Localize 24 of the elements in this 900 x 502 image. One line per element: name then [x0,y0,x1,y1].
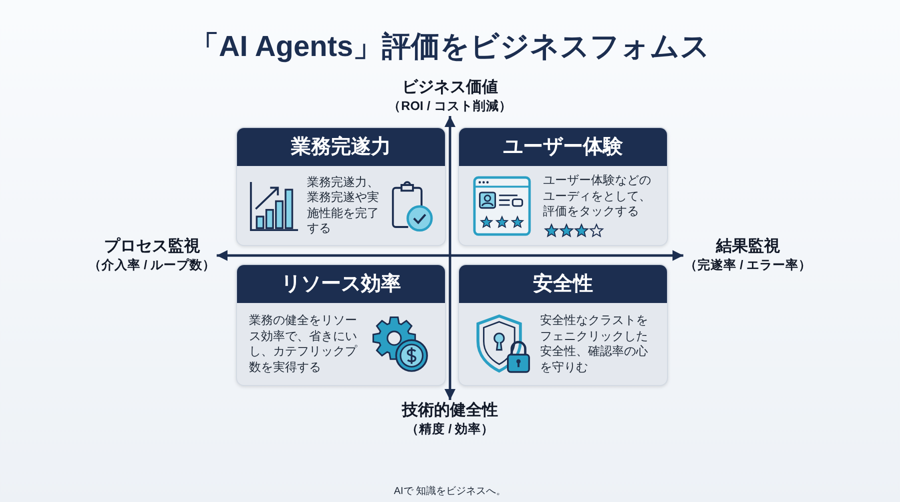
double-headed-arrow [216,250,684,261]
axis-label: プロセス監視 [104,237,200,256]
axis-label: 技術的健全性 [402,401,498,420]
tagline: AIで 知識をビジネスへ。 [394,484,506,499]
diagram-title: 「AI Agents」評価をビジネスフォムス [190,30,710,65]
quadrant-card [458,127,668,246]
card-description: 業務の健全をリソース効率で、省きにいし、カテフリックプ数を実得する [249,313,358,375]
card-description: 安全性なクラストをフェニクリックした安全性、確認率の心を守りむ [540,313,649,375]
card-header: リソース効率 [237,265,445,303]
double-headed-arrow [444,116,456,400]
axis-label: 結果監視 [716,237,780,256]
card-header: ユーザー体験 [459,128,667,166]
card-header: 業務完遂力 [237,128,445,166]
quadrant-card [236,264,446,386]
axis-sublabel: （ROI / コスト削減） [388,98,512,115]
axis-sublabel: （精度 / 効率） [406,421,494,438]
quadrant-card [236,127,446,246]
axis-sublabel: （介入率 / ループ数） [88,257,216,274]
card-description: ユーザー体験などのユーディをとして、評価をタックする [543,173,652,220]
quadrant-card [458,264,668,386]
axis-label: ビジネス価値 [402,78,498,97]
axis-sublabel: （完遂率 / エラー率） [684,257,812,274]
card-header: 安全性 [459,265,667,303]
card-description: 業務完遂力、業務完遂や実施性能を完了する [307,174,380,236]
